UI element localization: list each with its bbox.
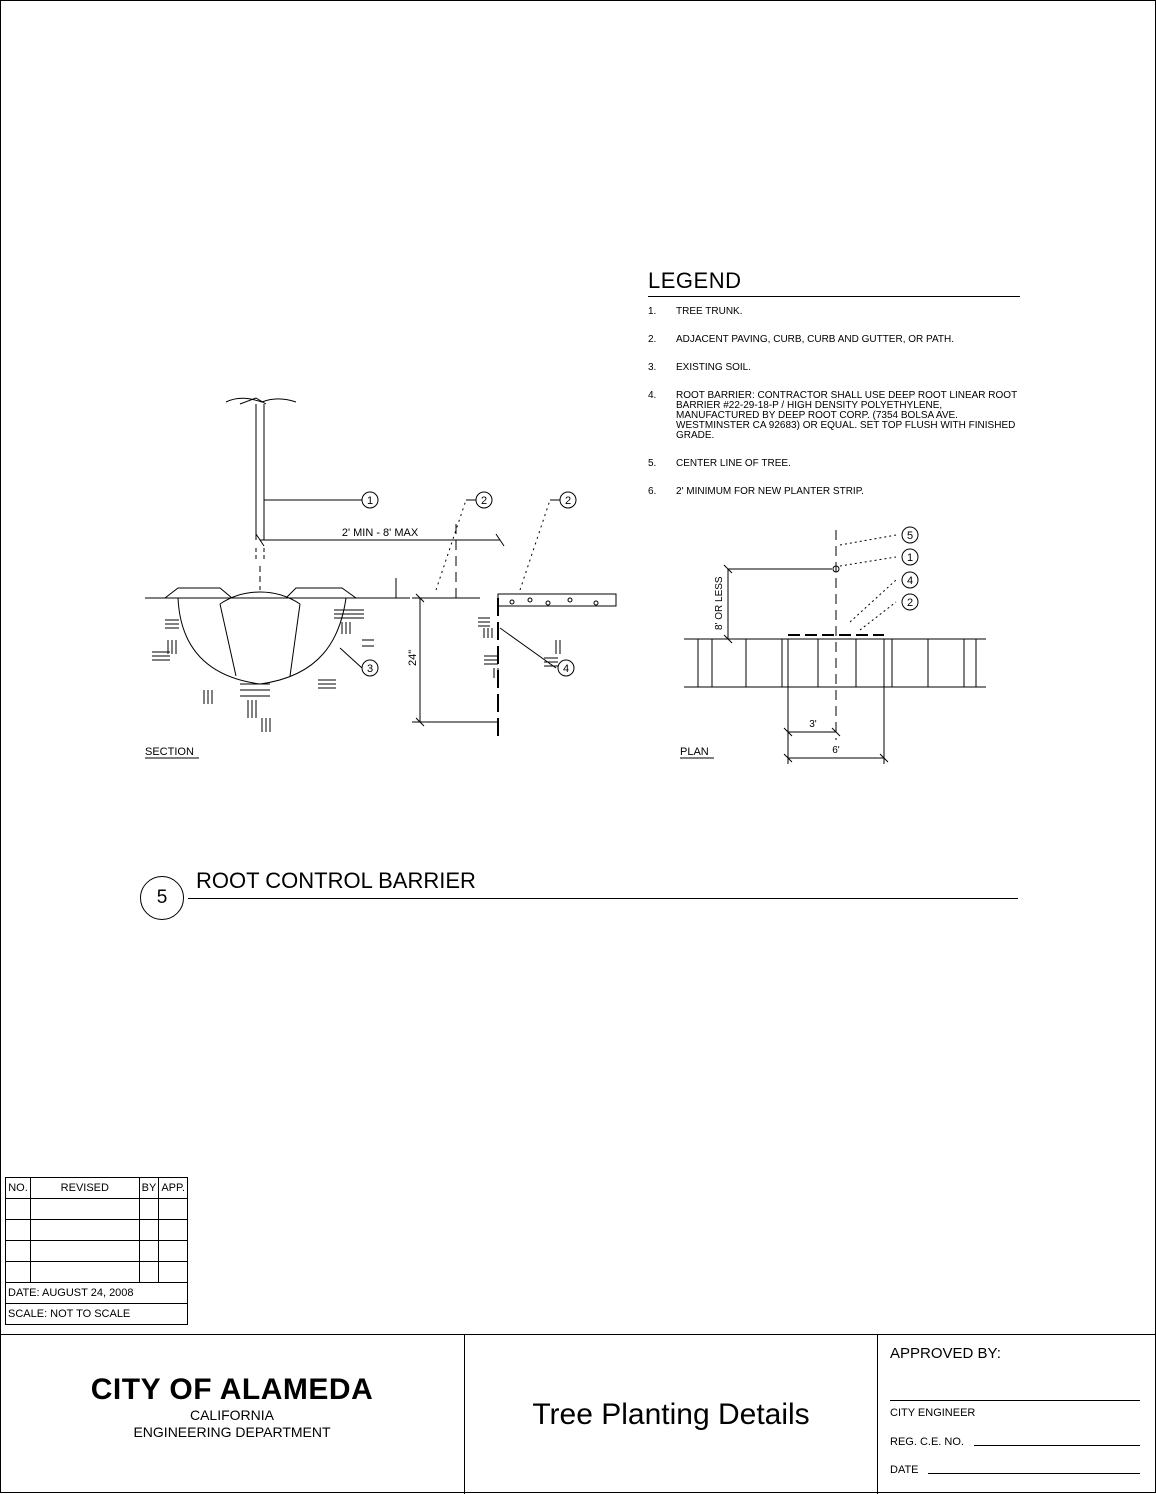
revision-date: DATE: AUGUST 24, 2008 xyxy=(5,1282,188,1304)
plan-dimension-6ft: 6' xyxy=(832,745,840,756)
plan-callout-2: 2 xyxy=(907,597,913,609)
detail-title: ROOT CONTROL BARRIER xyxy=(196,868,476,893)
detail-number-badge: 5 xyxy=(140,876,184,920)
revision-row xyxy=(5,1198,188,1220)
legend-item: 2. ADJACENT PAVING, CURB, CURB AND GUTTER… xyxy=(648,335,1020,345)
section-width-dimension: 2' MIN - 8' MAX xyxy=(342,527,419,539)
legend-item: 3. EXISTING SOIL. xyxy=(648,363,1020,373)
department-name: ENGINEERING DEPARTMENT xyxy=(133,1424,331,1440)
city-engineer-signature-line xyxy=(890,1400,1140,1401)
section-callout-1: 1 xyxy=(367,495,373,507)
revision-header-row: NO. REVISED BY APP. xyxy=(5,1177,188,1199)
revision-header-app: APP. xyxy=(158,1177,188,1199)
revision-scale-row: SCALE: NOT TO SCALE xyxy=(5,1303,188,1325)
plan-side-dimension: 8' OR LESS xyxy=(714,576,725,630)
title-block: CITY OF ALAMEDA CALIFORNIA ENGINEERING D… xyxy=(0,1334,1156,1494)
approved-by-label: APPROVED BY: xyxy=(890,1345,1001,1362)
legend-list: 1. TREE TRUNK. 2. ADJACENT PAVING, CURB, C… xyxy=(648,307,1020,497)
legend-item-text: CENTER LINE OF TREE. xyxy=(676,458,791,469)
legend: LEGEND 1. TREE TRUNK. 2. ADJACENT PAVING, … xyxy=(648,268,1020,515)
legend-item-text: TREE TRUNK. xyxy=(676,306,743,317)
plan-callout-1: 1 xyxy=(907,552,913,564)
revision-header-by: BY xyxy=(138,1177,160,1199)
legend-item-text: EXISTING SOIL. xyxy=(676,362,752,373)
city-engineer-label: CITY ENGINEER xyxy=(890,1407,976,1419)
detail-title-rule xyxy=(188,898,1018,899)
legend-item-text: ADJACENT PAVING, CURB, CURB AND GUTTER, … xyxy=(676,334,954,345)
legend-item-number: 6. xyxy=(648,486,657,497)
title-block-approval: APPROVED BY: CITY ENGINEER REG. C.E. NO.… xyxy=(878,1335,1150,1494)
legend-item-number: 3. xyxy=(648,362,657,373)
revision-scale: SCALE: NOT TO SCALE xyxy=(5,1303,188,1325)
reg-no-line xyxy=(974,1445,1140,1446)
city-name: CITY OF ALAMEDA xyxy=(90,1373,374,1406)
revision-table: NO. REVISED BY APP. DATE: AUGUST 24, 200… xyxy=(5,1177,188,1325)
revision-date-row: DATE: AUGUST 24, 2008 xyxy=(5,1282,188,1304)
section-callout-3: 3 xyxy=(367,663,373,675)
plan-dimension-3ft: 3' xyxy=(809,719,817,730)
legend-title: LEGEND xyxy=(648,268,1020,297)
plan-callout-4: 4 xyxy=(907,575,913,587)
reg-no-label: REG. C.E. NO. xyxy=(890,1436,964,1448)
revision-header-no: NO. xyxy=(5,1177,31,1199)
legend-item: 5. CENTER LINE OF TREE. xyxy=(648,459,1020,469)
section-label: SECTION xyxy=(145,746,194,758)
revision-row xyxy=(5,1219,188,1241)
section-callout-2b: 2 xyxy=(565,495,571,507)
section-depth-dimension: 24" xyxy=(407,650,419,666)
date-label: DATE xyxy=(890,1464,919,1476)
section-callout-4: 4 xyxy=(563,663,569,675)
plan-callout-5: 5 xyxy=(907,530,913,542)
plan-view xyxy=(680,526,986,764)
title-block-agency: CITY OF ALAMEDA CALIFORNIA ENGINEERING D… xyxy=(0,1335,465,1494)
legend-item-number: 2. xyxy=(648,334,657,345)
legend-item-text: ROOT BARRIER: CONTRACTOR SHALL USE DEEP … xyxy=(676,390,1017,441)
revision-header-revised: REVISED xyxy=(30,1177,140,1199)
legend-item: 4. ROOT BARRIER: CONTRACTOR SHALL USE DEE… xyxy=(648,391,1020,441)
legend-item-text: 2' MINIMUM FOR NEW PLANTER STRIP. xyxy=(676,486,864,497)
section-callout-2a: 2 xyxy=(481,495,487,507)
legend-item: 6. 2' MINIMUM FOR NEW PLANTER STRIP. xyxy=(648,487,1020,497)
city-state: CALIFORNIA xyxy=(189,1407,274,1423)
sheet-title: Tree Planting Details xyxy=(465,1335,878,1494)
revision-row xyxy=(5,1240,188,1262)
legend-item: 1. TREE TRUNK. xyxy=(648,307,1020,317)
date-line xyxy=(928,1473,1140,1474)
plan-label: PLAN xyxy=(680,746,709,758)
legend-item-number: 5. xyxy=(648,458,657,469)
legend-item-number: 4. xyxy=(648,390,657,401)
revision-row xyxy=(5,1261,188,1283)
legend-item-number: 1. xyxy=(648,306,657,317)
section-view xyxy=(145,397,617,759)
